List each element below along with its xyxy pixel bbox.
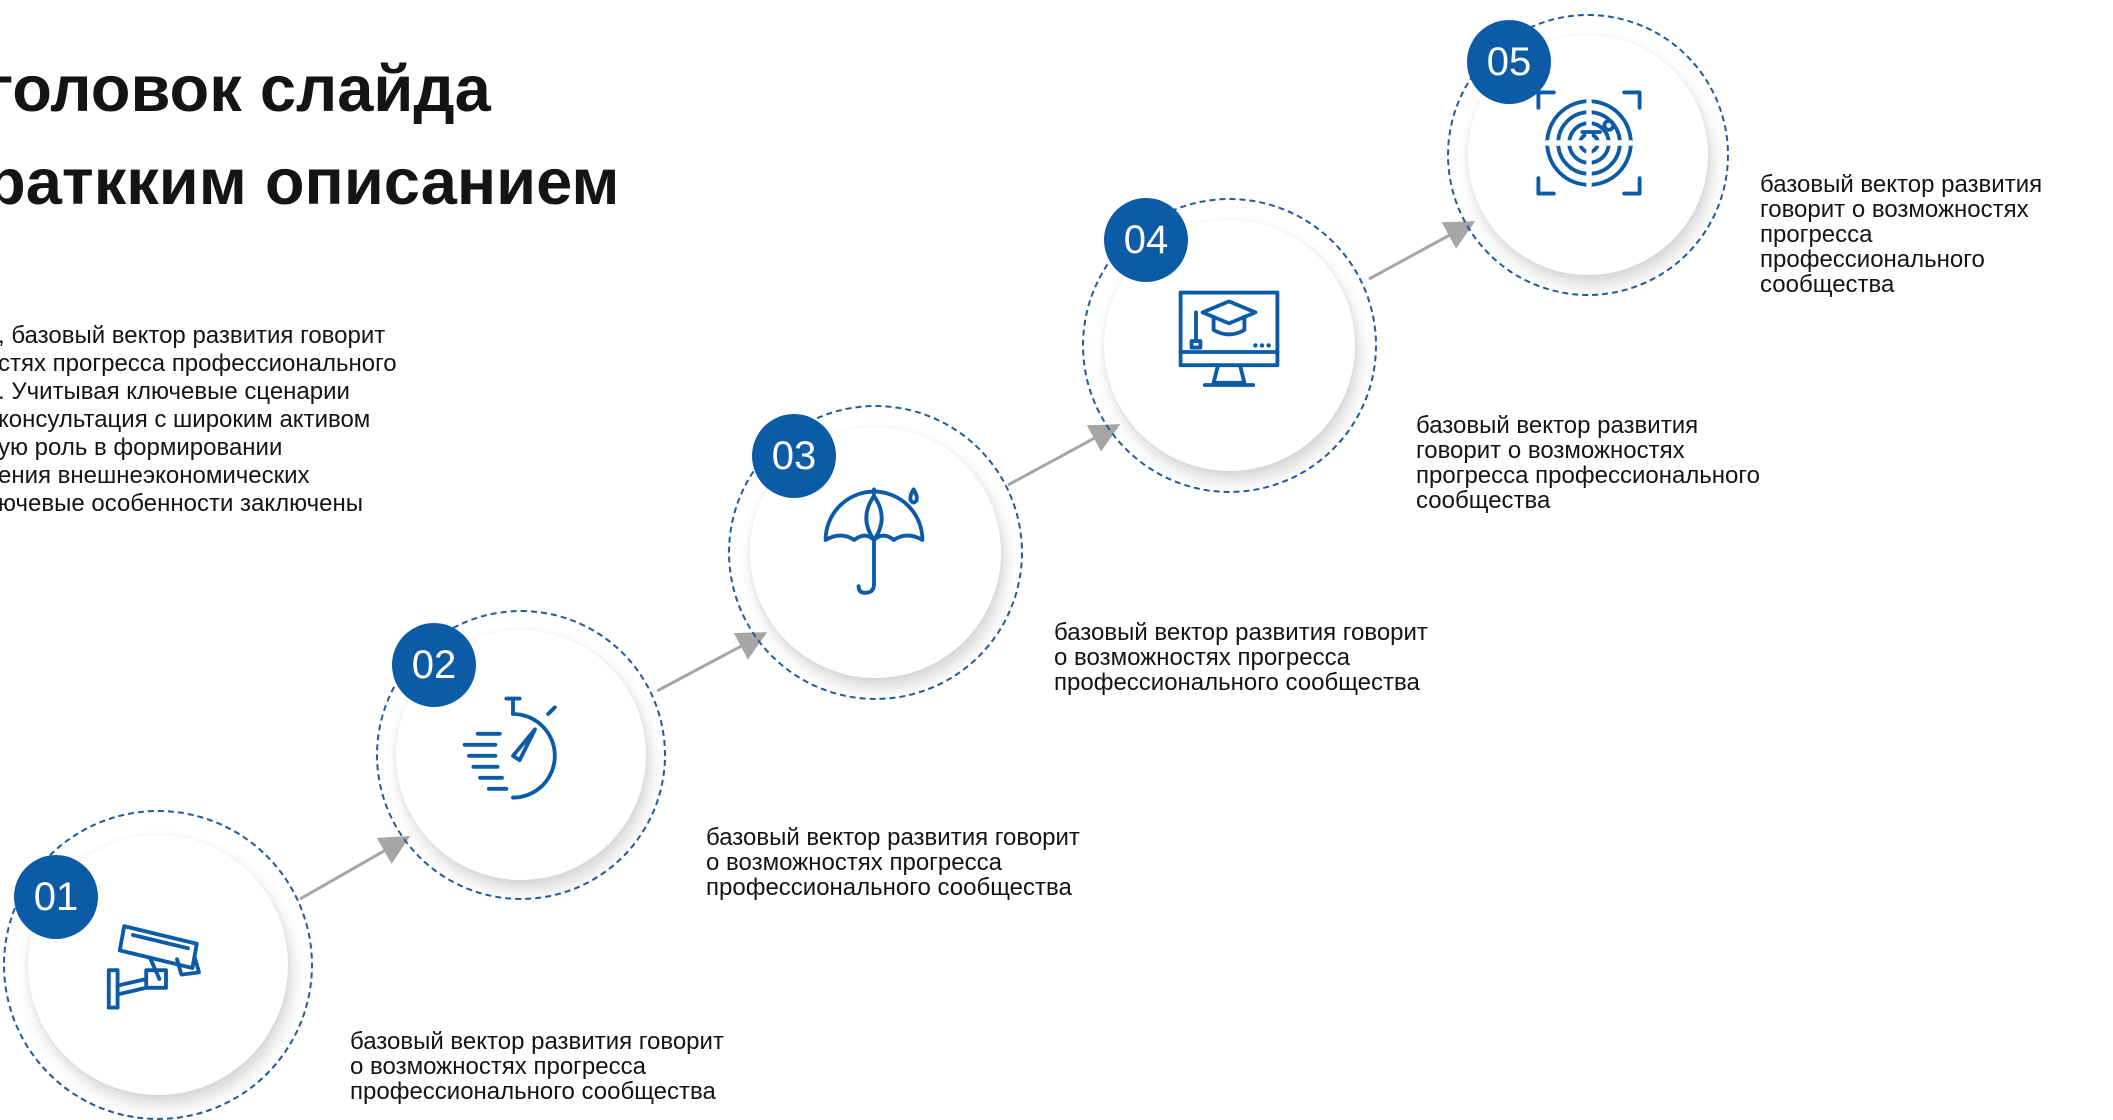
- umbrella-icon: [819, 485, 929, 595]
- step-4: 04: [1082, 198, 1377, 493]
- step-1: 01: [3, 810, 313, 1120]
- step-5: 05: [1447, 14, 1729, 296]
- dashed-ring: [1082, 198, 1377, 493]
- connector-arrow-2-3: [656, 632, 768, 693]
- step-5-text: базовый вектор развития говорит о возмож…: [1760, 171, 2043, 298]
- step-number-badge: 03: [752, 414, 836, 498]
- step-2-text: базовый вектор развития говорит о возмож…: [706, 824, 1080, 901]
- graduation-monitor-icon: [1174, 286, 1284, 396]
- target-scan-icon: [1534, 88, 1644, 198]
- dashed-ring: [1447, 14, 1729, 296]
- step-3: 03: [728, 405, 1023, 700]
- step-number-badge: 04: [1104, 198, 1188, 282]
- step-number-badge: 01: [14, 855, 98, 939]
- step-number-badge: 05: [1467, 20, 1551, 104]
- slide-description: , базовый вектор развития говорит стях п…: [0, 322, 397, 517]
- connector-arrow-1-2: [299, 836, 411, 901]
- connector-arrow-4-5: [1368, 221, 1476, 281]
- step-3-text: базовый вектор развития говорит о возмож…: [1054, 619, 1428, 696]
- step-1-text: базовый вектор развития говорит о возмож…: [350, 1028, 724, 1105]
- slide-title: головок слайда раткким описанием: [0, 52, 620, 218]
- step-number-badge: 02: [392, 623, 476, 707]
- dashed-ring: [728, 405, 1023, 700]
- step-2: 02: [376, 610, 666, 900]
- connector-arrow-3-4: [1007, 424, 1121, 487]
- step-4-text: базовый вектор развития говорит о возмож…: [1416, 412, 1760, 514]
- dashed-ring: [376, 610, 666, 900]
- security-camera-icon: [100, 902, 210, 1012]
- stopwatch-icon: [458, 692, 568, 802]
